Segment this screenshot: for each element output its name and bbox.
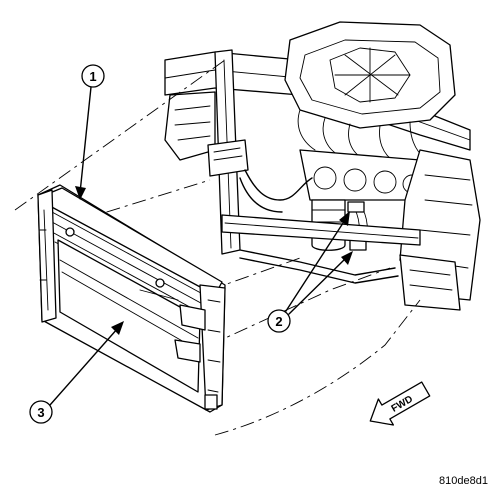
condenser xyxy=(37,184,226,413)
fwd-direction-arrow: FWD xyxy=(369,381,431,426)
engine-assembly xyxy=(164,21,481,311)
callout-3-label: 3 xyxy=(37,405,44,420)
callout-2-label: 2 xyxy=(275,314,282,329)
callout-1-label: 1 xyxy=(89,69,96,84)
callout-1: 1 xyxy=(75,64,105,200)
callout-1-arrowhead xyxy=(75,186,86,200)
callout-2: 2 xyxy=(267,211,353,333)
callout-2-circle xyxy=(267,309,291,333)
callout-3-arrowhead xyxy=(111,321,124,335)
callout-1-circle xyxy=(81,64,105,88)
callout-2-arrowhead-upper xyxy=(339,211,350,226)
callout-3: 3 xyxy=(29,321,124,424)
figure-id: 810de8d1 xyxy=(439,475,488,487)
callout-3-circle xyxy=(29,400,53,424)
callout-2-arrowhead-lower xyxy=(341,251,353,265)
